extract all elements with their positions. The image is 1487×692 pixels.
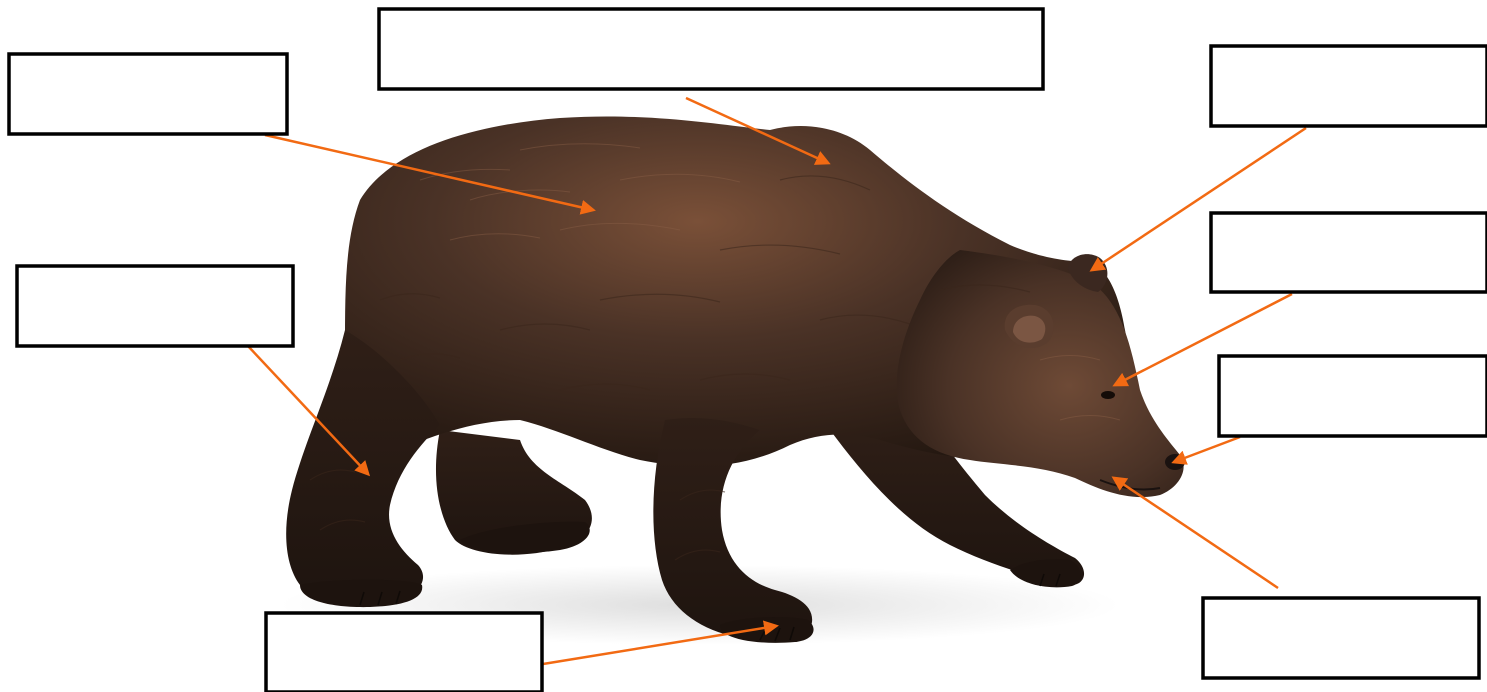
label-box-claws[interactable] [266,613,542,692]
label-box-eye[interactable] [1211,213,1487,292]
label-box-back[interactable] [9,54,287,134]
label-box-shoulder-hump[interactable] [379,9,1043,89]
label-box-ear[interactable] [1211,46,1487,126]
label-box-nose[interactable] [1219,356,1487,436]
arrow-nose [1174,437,1240,462]
arrow-muzzle [1114,478,1278,588]
label-box-muzzle[interactable] [1203,598,1479,678]
bear-eye [1101,391,1115,399]
label-box-hind-leg[interactable] [17,266,293,346]
bear-illustration [286,116,1185,642]
